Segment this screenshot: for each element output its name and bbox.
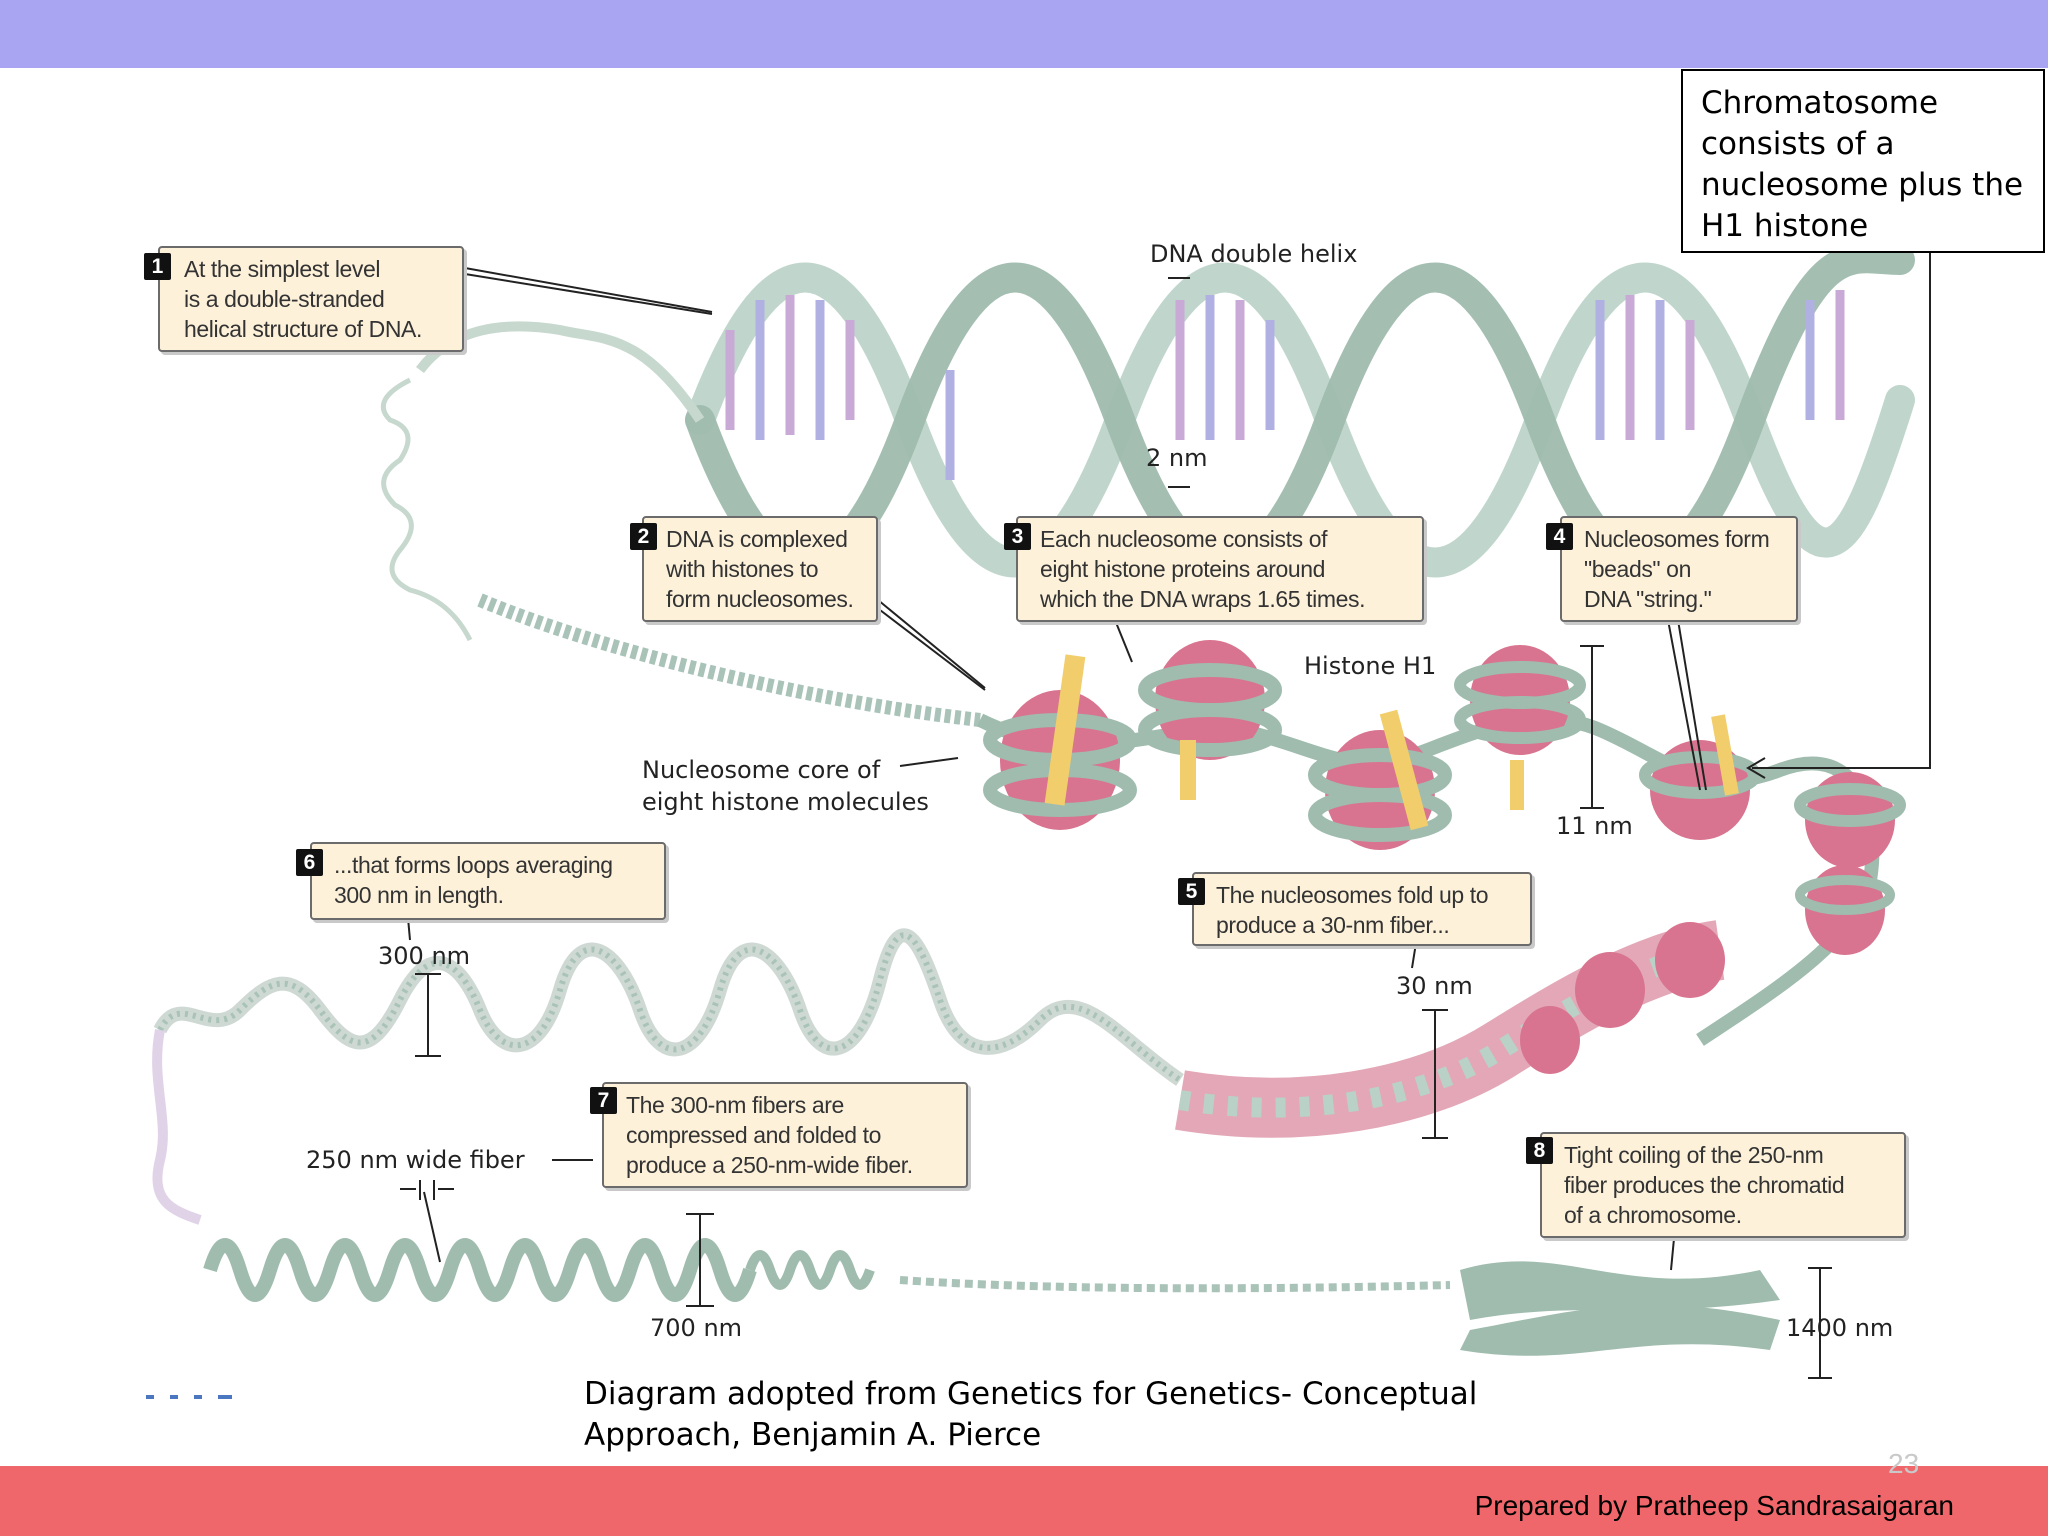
callout-2-line: form nucleosomes. [666,586,854,612]
callout-3-line: eight histone proteins around [1040,556,1326,582]
callout-2: DNA is complexed with histones to form n… [642,516,878,622]
callout-3-line: Each nucleosome consists of [1040,526,1328,552]
callout-2-number: 2 [630,523,657,550]
callout-4-number: 4 [1546,523,1573,550]
callout-4-line: "beads" on [1584,556,1691,582]
callout-7-line: compressed and folded to [626,1122,882,1148]
callout-8-line: Tight coiling of the 250-nm [1564,1142,1824,1168]
fiber-250-label: 250 nm wide fiber [306,1146,525,1174]
note-line: H1 histone [1701,208,1869,244]
two-nm-label: 2 nm [1146,444,1208,472]
callout-3-line: which the DNA wraps 1.65 times. [1040,586,1366,612]
callout-5-number: 5 [1178,878,1205,905]
callout-5: The nucleosomes fold up to produce a 30-… [1192,872,1532,946]
thirty-nm-fiber-art [1175,920,1725,1138]
histone-h1-label: Histone H1 [1304,652,1437,680]
top-banner [0,0,2048,68]
callout-4-line: Nucleosomes form [1584,526,1770,552]
callout-8-number: 8 [1526,1137,1553,1164]
eleven-nm-label: 11 nm [1556,812,1633,840]
callout-6-number: 6 [296,849,323,876]
coil-250nm-art [203,1238,1451,1302]
callout-2-line: with histones to [666,556,819,582]
callout-5-line: produce a 30-nm fiber... [1216,912,1450,938]
callout-1: At the simplest level is a double-strand… [158,246,464,352]
callout-4-line: DNA "string." [1584,586,1712,612]
callout-7-number: 7 [590,1087,617,1114]
callout-8-line: of a chromosome. [1564,1202,1742,1228]
dna-double-helix-art [380,243,1915,727]
caption-line: Diagram adopted from Genetics for Geneti… [584,1376,1478,1412]
callout-5-line: The nucleosomes fold up to [1216,882,1489,908]
nucleosome-core-line: eight histone molecules [642,788,929,816]
callout-8: Tight coiling of the 250-nm fiber produc… [1540,1132,1906,1238]
callout-6: ...that forms loops averaging 300 nm in … [310,842,666,920]
caption-line: Approach, Benjamin A. Pierce [584,1417,1042,1453]
chromosome-art [1460,1261,1780,1356]
callout-3: Each nucleosome consists of eight histon… [1016,516,1424,622]
footer-author: Prepared by Pratheep Sandrasaigaran [1474,1490,1954,1521]
callout-2-line: DNA is complexed [666,526,848,552]
callout-1-line: At the simplest level [184,256,381,282]
callout-7-line: The 300-nm fibers are [626,1092,844,1118]
nucleosome-core-line: Nucleosome core of [642,756,881,784]
source-caption: Diagram adopted from Genetics for Geneti… [584,1374,1484,1456]
dna-double-helix-label: DNA double helix [1150,240,1358,268]
nucleosome-core-label: Nucleosome core of eight histone molecul… [642,754,929,818]
three-hundred-nm-label: 300 nm [378,942,471,970]
chromatosome-note: Chromatosome consists of a nucleosome pl… [1681,69,2045,253]
note-line: Chromatosome [1701,85,1939,121]
loops-300nm-art [152,928,1184,1225]
callout-1-number: 1 [144,253,171,280]
callout-7-line: produce a 250-nm-wide fiber. [626,1152,913,1178]
callout-6-line: 300 nm in length. [334,882,504,908]
callout-6-line: ...that forms loops averaging [334,852,613,878]
callout-3-number: 3 [1004,523,1031,550]
callout-4: Nucleosomes form "beads" on DNA "string.… [1560,516,1798,622]
thirty-nm-label: 30 nm [1396,972,1473,1000]
callout-1-line: is a double-stranded [184,286,385,312]
callout-7: The 300-nm fibers are compressed and fol… [602,1082,968,1188]
page-number: 23 [1888,1448,1920,1479]
callout-8-line: fiber produces the chromatid [1564,1172,1845,1198]
callout-1-line: helical structure of DNA. [184,316,422,342]
fourteen-hundred-nm-label: 1400 nm [1786,1314,1894,1342]
bottom-banner: Prepared by Pratheep Sandrasaigaran [0,1466,2048,1536]
seven-hundred-nm-label: 700 nm [650,1314,743,1342]
nucleosome-string-art [976,640,1906,1046]
note-line: consists of a [1701,126,1895,162]
note-line: nucleosome plus the [1701,167,2024,203]
decorative-dashes [146,1395,232,1399]
